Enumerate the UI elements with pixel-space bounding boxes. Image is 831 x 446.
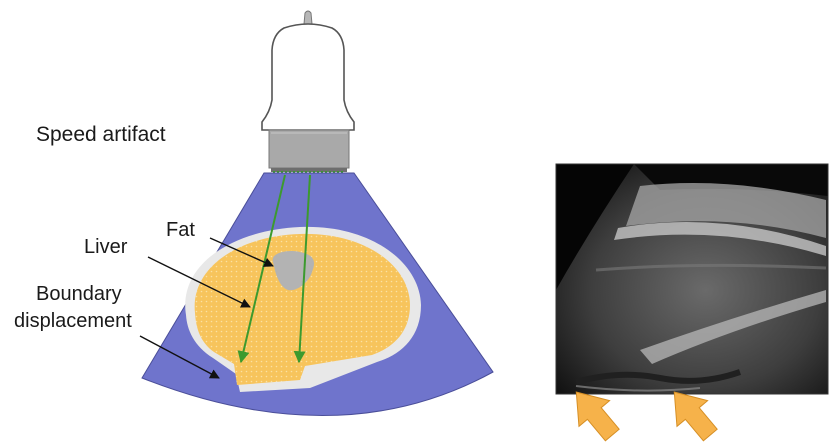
ultrasound-probe-icon [262,11,354,172]
sonogram-image [556,164,828,394]
probe-head [269,130,349,168]
diagram-title: Speed artifact [36,123,166,146]
liver-label: Liver [84,236,128,258]
boundary-label-line2: displacement [14,310,132,332]
boundary-label-line1: Boundary [36,283,122,305]
fat-label: Fat [166,219,195,241]
